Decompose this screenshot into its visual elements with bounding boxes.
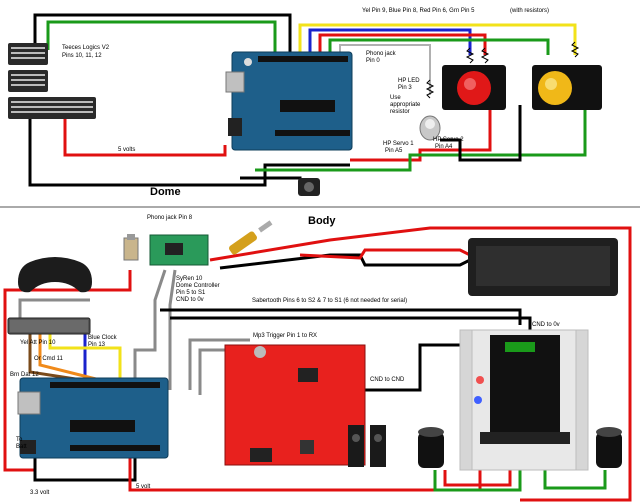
body-title: Body xyxy=(308,215,336,227)
syren-line2: Dome Controller xyxy=(176,283,220,289)
syren-line3: Pin 5 to S1 xyxy=(176,290,206,296)
logics-title: Teeces Logics V2 xyxy=(62,45,110,51)
wire-motor-left-red xyxy=(443,460,512,487)
wire-black-bottom xyxy=(28,118,350,187)
servo2-line1: HP Servo 2 xyxy=(433,137,464,143)
three-volt-label: 3.3 volt xyxy=(30,490,50,496)
wire-gray-mp3 xyxy=(188,338,250,390)
wire-motor-right xyxy=(543,470,607,490)
wire-gray-left xyxy=(18,298,90,320)
audio-plug xyxy=(229,220,273,255)
wire-black-sabertooth xyxy=(160,308,522,325)
resistor-line2: appropriate xyxy=(390,102,421,108)
brn-dat-label: Brn Dat 12 xyxy=(10,372,39,378)
body-wires xyxy=(3,226,632,502)
dome-title: Dome xyxy=(150,186,181,198)
mp3-trigger-label: Mp3 Trigger Pin 1 to RX xyxy=(253,333,318,339)
wire-blue xyxy=(308,28,472,55)
resistor-line1: Use xyxy=(390,95,401,101)
wire-gray-syren-2 xyxy=(168,269,177,390)
red-light xyxy=(442,65,506,110)
body-phono-jack xyxy=(123,234,139,261)
wire-green-bottom xyxy=(255,105,587,172)
battery xyxy=(468,238,618,296)
ps-controller xyxy=(18,257,92,293)
yel-att-label: Yel Att Pin 10 xyxy=(20,340,56,346)
dome-phono-line2: Pin 0 xyxy=(366,58,380,64)
dome-phono-line1: Phono jack xyxy=(366,51,396,57)
body-arduino xyxy=(17,377,169,459)
wire-red-left xyxy=(3,270,132,472)
body-phono-jack-label: Phono jack Pin 8 xyxy=(147,215,193,221)
wire-red-5v xyxy=(63,118,227,157)
wire-red-right xyxy=(350,105,492,162)
five-volt-label: 5 volt xyxy=(136,484,151,490)
wire-orange-cmd xyxy=(38,325,101,382)
yellow-light xyxy=(532,65,602,110)
hp-led-line1: HP LED xyxy=(398,78,420,84)
logics-pins: Pins 10, 11, 12 xyxy=(62,53,102,59)
syren-line1: SyRen 10 xyxy=(176,276,203,282)
dome-five-volts: 5 volts xyxy=(118,147,136,153)
wire-green-dome xyxy=(328,38,550,55)
cnd-to-0v-label: CND to 0v xyxy=(532,322,560,328)
servo1-line1: HP Servo 1 xyxy=(383,141,414,147)
or-cmd-label: Or Cmd 11 xyxy=(34,356,63,362)
dome-phono-jack xyxy=(298,178,320,196)
wire-yellow-att xyxy=(48,325,122,380)
syren-controller xyxy=(149,234,209,266)
motors xyxy=(418,427,622,468)
wire-black-sabertooth-2 xyxy=(170,316,532,330)
sabertooth xyxy=(459,329,589,471)
wire-gray-syren xyxy=(133,269,167,390)
servo2-line2: Pin A4 xyxy=(435,144,453,150)
to-batt-line2: Batt xyxy=(16,444,27,450)
wire-black-top xyxy=(33,13,292,52)
hp-led-resistor xyxy=(425,79,435,99)
wire-black-body-bottom xyxy=(33,455,137,482)
wire-black-body-top xyxy=(219,253,471,270)
wire-gray-phono xyxy=(339,44,431,95)
resistor-note: (with resistors) xyxy=(510,8,550,14)
blue-clock-line2: Pin 13 xyxy=(88,342,106,348)
wire-green-top xyxy=(46,20,277,52)
blue-clock-line1: Blue Clock xyxy=(88,335,117,341)
hp-led-line2: Pin 3 xyxy=(398,85,412,91)
hp-led xyxy=(419,115,441,141)
dome-arduino xyxy=(225,51,353,151)
servo1-line2: Pin A5 xyxy=(385,148,403,154)
wire-motor-left xyxy=(433,470,522,492)
mp3-trigger xyxy=(224,344,366,466)
ps-receiver xyxy=(7,317,91,335)
speakers xyxy=(348,425,386,467)
wire-yellow xyxy=(298,23,577,55)
teeces-logic-displays xyxy=(8,43,96,119)
light-resistors xyxy=(465,41,580,64)
resistor-line3: resistor xyxy=(390,109,410,115)
to-batt-line1: To xyxy=(16,437,23,443)
wire-red-dome xyxy=(318,33,487,55)
wire-black-servo xyxy=(440,105,522,162)
sabertooth-label: Sabertooth Pins 6 to S2 & 7 to S1 (6 not… xyxy=(252,298,408,304)
wire-red-body-top xyxy=(209,226,632,502)
syren-line4: CND to 0v xyxy=(176,297,204,303)
wire-red-5v-body xyxy=(128,455,482,492)
dome-pin-header: Yel Pin 9, Blue Pin 8, Red Pin 6, Grn Pi… xyxy=(362,8,475,14)
wire-black-cnd xyxy=(360,343,475,392)
cnd-to-cnd-label: CND to CND xyxy=(370,377,405,383)
wire-red-battery xyxy=(299,248,471,260)
